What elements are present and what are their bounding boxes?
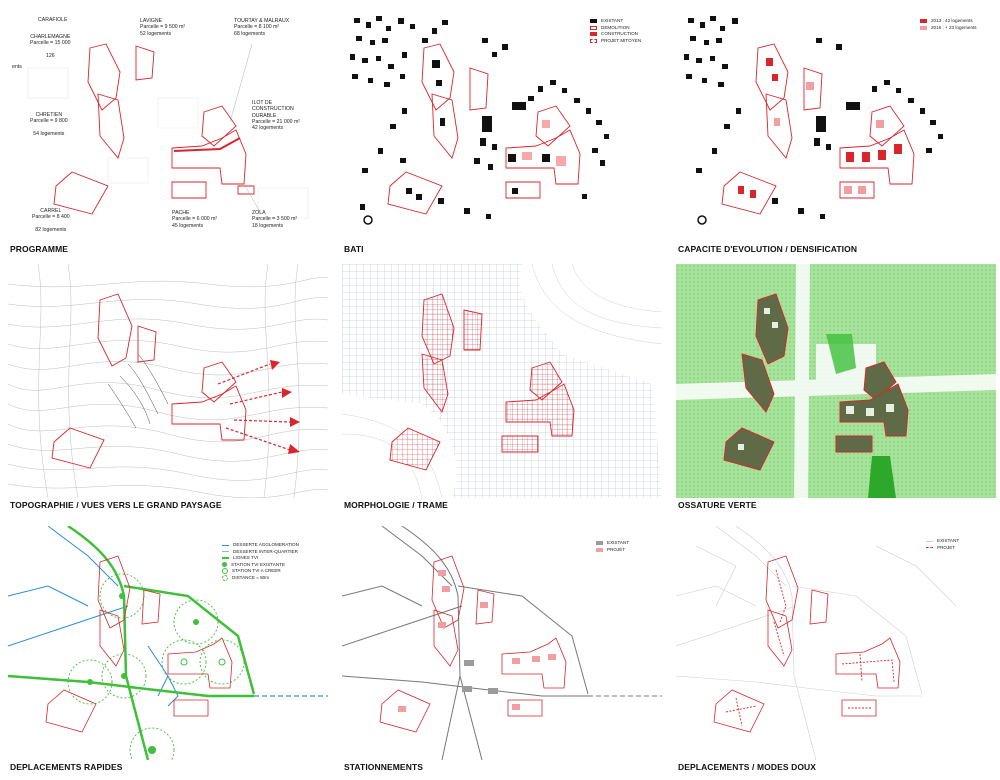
panel-title: STATIONNEMENTS	[344, 762, 423, 772]
deplacements-rapides-map	[8, 526, 328, 760]
label-chretien: CHRETIEN Parcelle = 9 800 54 logements	[30, 112, 68, 137]
tvi-line-west	[8, 674, 254, 698]
panel-bati: EXISTANT DEMOLITION CONSTRUCTION PROJET …	[342, 8, 662, 254]
legend-stationnements: EXISTANT PROJET	[596, 540, 629, 553]
parcel-charlemagne	[87, 43, 121, 111]
panel-programme: CARAFIOLE CHARLEMAGNE Parcelle = 15 000 …	[8, 8, 328, 254]
label-pache: PACHE Parcelle = 6 000 m² 45 logements	[172, 210, 218, 229]
label-charlemagne: CHARLEMAGNE Parcelle = 15 000 126	[30, 34, 71, 59]
panel-topographie: TOPOGRAPHIE / VUES VERS LE GRAND PAYSAGE	[8, 264, 328, 510]
label-lavigne: LAVIGNE Parcelle = 9 500 m² 52 logements	[140, 18, 186, 37]
legend-doux: EXISTANT PROJET	[926, 538, 959, 551]
panel-deplacements-rapides: DESSERTE AGGLOMERATION DESSERTE INTER-QU…	[8, 526, 328, 772]
panel-stationnements: EXISTANT PROJET STATIONNEMENTS	[342, 526, 662, 772]
morphologie-map	[342, 264, 662, 498]
parcel-pache	[171, 181, 207, 199]
programme-map	[27, 43, 309, 219]
parcel-ilot-inner	[173, 137, 241, 152]
parcel-tourtay	[201, 105, 237, 147]
parcel-zola	[237, 185, 255, 195]
label-carafiole: CARAFIOLE	[38, 17, 68, 23]
parcel-lavigne	[135, 45, 155, 81]
modes-doux-map	[676, 526, 957, 760]
tvi-line-east	[123, 584, 256, 695]
parcel-chretien	[97, 93, 125, 159]
label-ents: ents	[12, 64, 22, 70]
panel-title: TOPOGRAPHIE / VUES VERS LE GRAND PAYSAGE	[10, 500, 222, 510]
label-carrel: CARREL Parcelle = 8 400 82 logements	[32, 208, 70, 233]
stationnements-map	[342, 526, 662, 760]
panel-title: OSSATURE VERTE	[678, 500, 757, 510]
panel-title: DEPLACEMENTS / MODES DOUX	[678, 762, 817, 772]
tvi-line-main	[67, 526, 150, 760]
panel-title: PROGRAMME	[10, 244, 69, 254]
capacite-map	[684, 16, 943, 225]
legend-rapides: DESSERTE AGGLOMERATION DESSERTE INTER-QU…	[222, 542, 299, 581]
legend-bati: EXISTANT DEMOLITION CONSTRUCTION PROJET …	[590, 18, 641, 44]
panel-modes-doux: EXISTANT PROJET DEPLACEMENTS / MODES DOU…	[676, 526, 996, 772]
panel-title: CAPACITE D'EVOLUTION / DENSIFICATION	[678, 244, 858, 254]
topographie-map	[8, 264, 328, 498]
legend-capacite: 2013 : 42 logements 2016 : + 23 logement…	[920, 18, 977, 31]
panel-capacite: 2013 : 42 logements 2016 : + 23 logement…	[676, 8, 996, 254]
label-ilot: ILOT DE CONSTRUCTION DURABLE Parcelle = …	[252, 100, 301, 132]
bati-map	[350, 16, 609, 225]
panel-title: DEPLACEMENTS RAPIDES	[10, 762, 123, 772]
label-zola: ZOLA Parcelle = 3 500 m² 18 logements	[252, 210, 298, 229]
parcel-carrel	[53, 171, 109, 215]
ossature-verte-map	[676, 264, 996, 498]
parcel-ilot	[171, 129, 247, 185]
panel-title: MORPHOLOGIE / TRAME	[344, 500, 448, 510]
panel-ossature-verte: OSSATURE VERTE	[676, 264, 996, 510]
panel-title: BATI	[344, 244, 364, 254]
existing-buildings	[350, 16, 609, 219]
panel-morphologie: MORPHOLOGIE / TRAME	[342, 264, 662, 510]
label-tourtay: TOURTAY & MALRAUX Parcelle = 8 100 m² 68…	[234, 18, 290, 37]
